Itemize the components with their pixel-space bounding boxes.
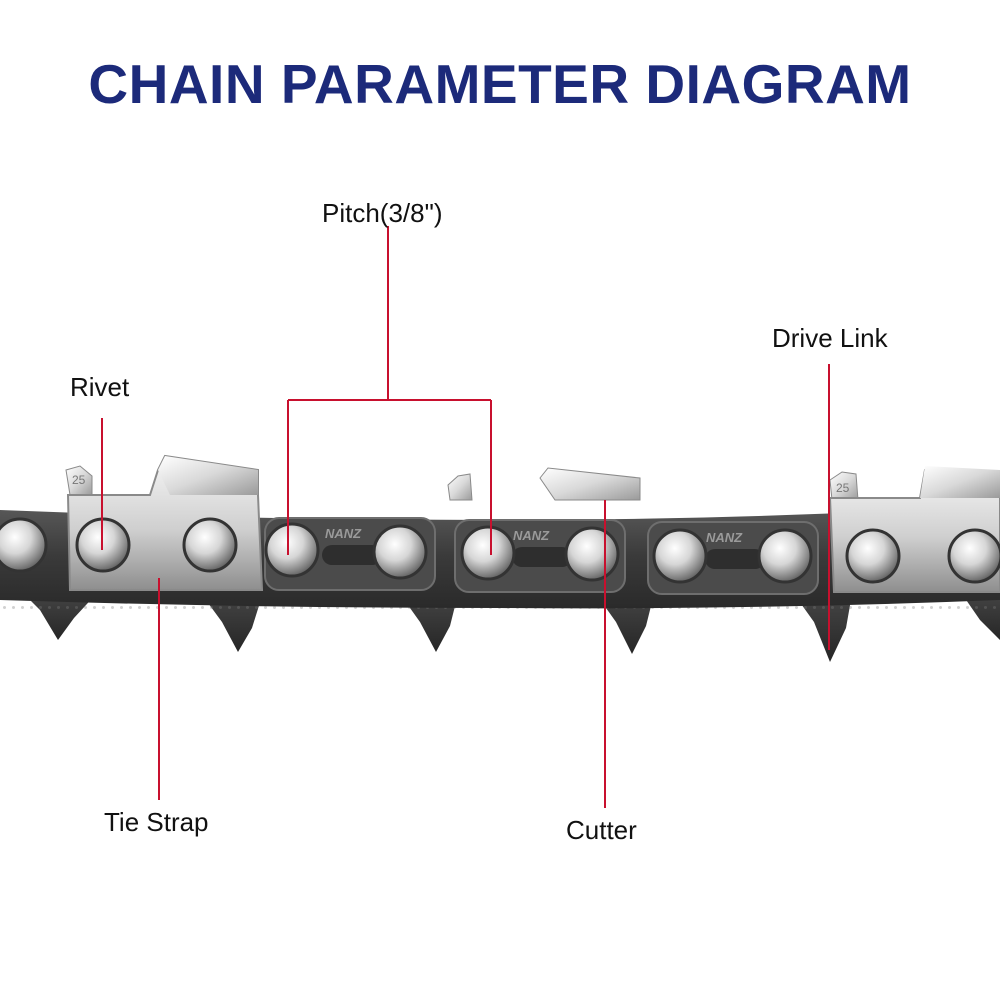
brand-marks: NANZ NANZ NANZ [325, 526, 743, 545]
cutter-label: Cutter [566, 815, 637, 845]
pitch-label: Pitch(3/8") [322, 198, 443, 228]
tie-strap-label: Tie Strap [104, 807, 209, 837]
page-title: CHAIN PARAMETER DIAGRAM [88, 53, 912, 115]
drive-link-label: Drive Link [772, 323, 888, 353]
svg-text:NANZ: NANZ [325, 526, 362, 541]
cutter-middle [447, 467, 641, 501]
rivet-label: Rivet [70, 372, 130, 402]
svg-text:25: 25 [836, 481, 850, 495]
svg-text:25: 25 [72, 473, 86, 487]
svg-text:NANZ: NANZ [706, 530, 743, 545]
svg-text:NANZ: NANZ [513, 528, 550, 543]
leader-lines [101, 226, 830, 808]
rivets [0, 517, 1000, 584]
pitch-leader [287, 226, 492, 555]
